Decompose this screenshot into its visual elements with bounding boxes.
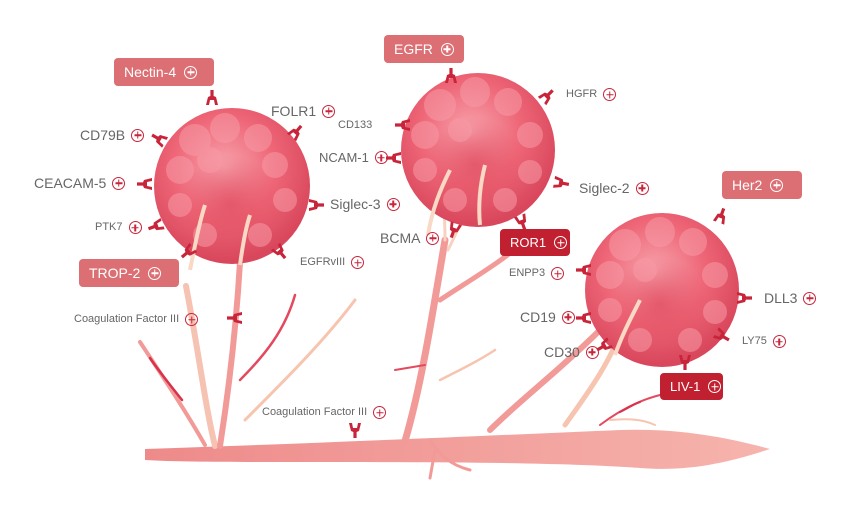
target-label: BCMA <box>380 230 421 246</box>
target-cd30[interactable]: CD30 <box>544 345 599 359</box>
plus-circle-icon[interactable] <box>386 197 400 211</box>
receptor-icon <box>576 312 591 324</box>
target-label: LIV-1 <box>670 379 701 394</box>
target-egfrviii[interactable]: EGFRvIII <box>300 256 365 269</box>
tumor-middle <box>401 73 555 236</box>
target-label: LY75 <box>742 335 767 347</box>
tumor-left <box>154 108 310 271</box>
receptor-icon <box>309 199 324 211</box>
target-label: FOLR1 <box>271 103 317 119</box>
target-folr1[interactable]: FOLR1 <box>271 103 336 119</box>
target-label: ROR1 <box>510 235 547 250</box>
target-label: EGFRvIII <box>300 256 346 268</box>
plus-circle-icon[interactable] <box>635 181 649 195</box>
target-label: CD133 <box>338 119 373 131</box>
target-siglec3[interactable]: Siglec-3 <box>330 197 400 211</box>
plus-circle-icon <box>148 266 162 280</box>
receptor-icon <box>349 423 361 438</box>
plus-circle-icon[interactable] <box>374 151 388 164</box>
target-coagulation-factor-iii-left[interactable]: Coagulation Factor III <box>74 313 199 326</box>
target-label: CEACAM-5 <box>34 175 107 191</box>
plus-circle-icon[interactable] <box>426 231 440 245</box>
plus-circle-icon[interactable] <box>603 88 617 101</box>
target-ror1-button[interactable]: ROR1 <box>500 229 570 256</box>
plus-circle-icon <box>184 65 198 79</box>
plus-circle-icon[interactable] <box>185 313 199 326</box>
plus-circle-icon[interactable] <box>585 345 599 359</box>
target-cd19[interactable]: CD19 <box>520 310 575 324</box>
plus-circle-icon[interactable] <box>128 221 142 234</box>
plus-circle-icon[interactable] <box>322 104 336 118</box>
target-label: DLL3 <box>764 290 798 306</box>
target-label: CD19 <box>520 309 556 325</box>
target-ncam1[interactable]: NCAM-1 <box>319 151 388 164</box>
target-coagulation-factor-iii-bottom[interactable]: Coagulation Factor III <box>262 406 387 419</box>
tumor-right <box>585 213 739 367</box>
target-label: Nectin-4 <box>124 64 177 80</box>
target-nectin4-button[interactable]: Nectin-4 <box>114 58 214 86</box>
target-label: Siglec-2 <box>579 180 630 196</box>
target-trop2-button[interactable]: TROP-2 <box>79 259 179 287</box>
target-label: Siglec-3 <box>330 196 381 212</box>
target-label: Her2 <box>732 177 763 193</box>
plus-circle-icon[interactable] <box>351 256 365 269</box>
target-dll3[interactable]: DLL3 <box>764 290 817 306</box>
receptor-icon <box>206 90 218 105</box>
target-cd79b[interactable]: CD79B <box>80 127 145 143</box>
target-cd133[interactable]: CD133 <box>338 120 372 131</box>
plus-circle-icon[interactable] <box>551 267 565 280</box>
plus-circle-icon <box>708 380 722 393</box>
receptor-icon <box>737 292 752 304</box>
target-hgfr[interactable]: HGFR <box>566 88 617 101</box>
plus-circle-icon[interactable] <box>131 128 145 142</box>
target-ly75[interactable]: LY75 <box>742 335 786 348</box>
target-label: TROP-2 <box>89 265 141 281</box>
target-liv1-button[interactable]: LIV-1 <box>660 373 723 400</box>
plus-circle-icon[interactable] <box>112 176 126 190</box>
plus-circle-icon[interactable] <box>373 406 387 419</box>
target-label: Coagulation Factor III <box>262 406 368 418</box>
target-label: NCAM-1 <box>319 150 369 165</box>
receptor-icon <box>149 129 169 148</box>
receptor-icon <box>553 175 570 191</box>
target-ceacam5[interactable]: CEACAM-5 <box>34 175 126 191</box>
plus-circle-icon[interactable] <box>772 335 786 348</box>
target-label: ENPP3 <box>509 267 546 279</box>
receptor-icon <box>537 86 557 106</box>
receptor-icon <box>146 217 165 235</box>
plus-circle-icon[interactable] <box>803 291 817 305</box>
target-siglec2[interactable]: Siglec-2 <box>579 181 649 195</box>
plus-circle-icon[interactable] <box>561 310 575 324</box>
receptor-icon <box>137 178 152 190</box>
target-label: Coagulation Factor III <box>74 313 180 325</box>
plus-circle-icon <box>770 178 784 192</box>
target-label: CD30 <box>544 344 580 360</box>
plus-circle-icon <box>554 236 568 249</box>
target-label: CD79B <box>80 127 126 143</box>
target-label: PTK7 <box>95 221 123 233</box>
target-label: HGFR <box>566 88 598 100</box>
target-ptk7[interactable]: PTK7 <box>95 221 142 234</box>
target-label: EGFR <box>394 41 433 57</box>
plus-circle-icon <box>440 42 454 56</box>
target-her2-button[interactable]: Her2 <box>722 171 802 199</box>
target-bcma[interactable]: BCMA <box>380 230 440 246</box>
receptor-icon <box>712 206 730 225</box>
receptor-icon <box>386 152 401 164</box>
target-egfr-button[interactable]: EGFR <box>384 35 464 63</box>
target-enpp3[interactable]: ENPP3 <box>509 267 565 280</box>
